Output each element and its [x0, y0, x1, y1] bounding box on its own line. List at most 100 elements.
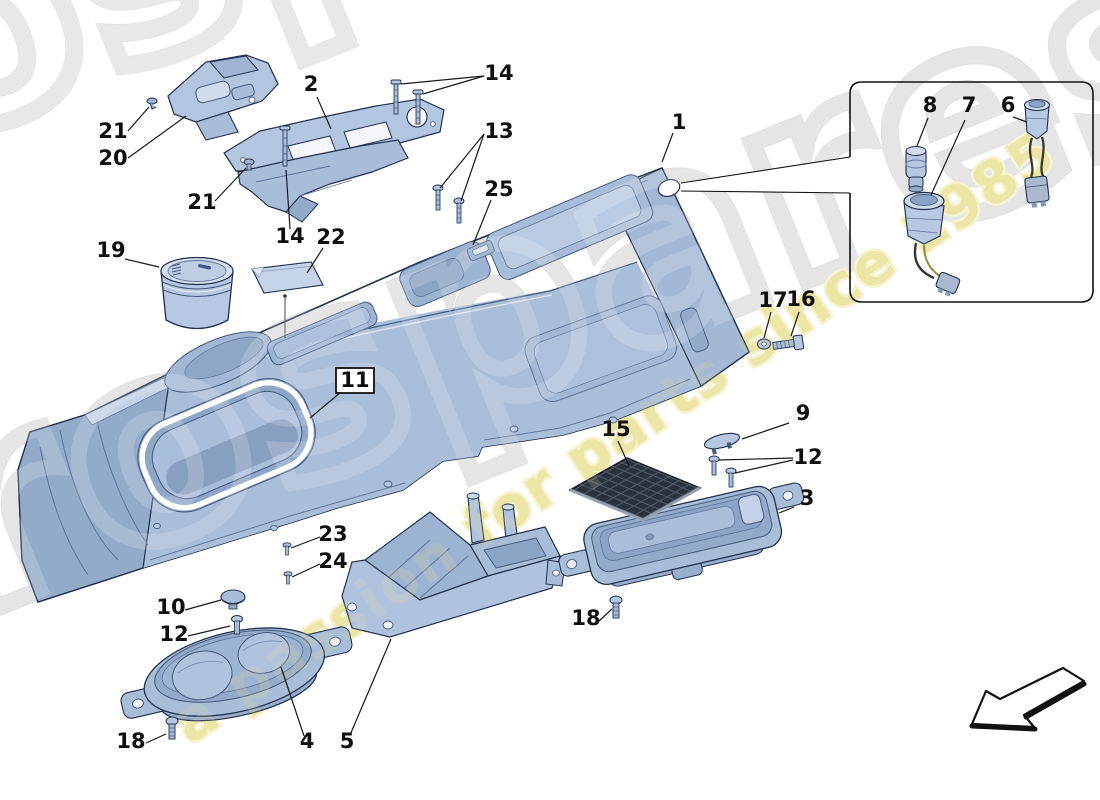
callout-label[interactable]: 6 — [1001, 93, 1016, 117]
callout-23[interactable]: 23 — [290, 522, 348, 549]
callout-label[interactable]: 21 — [98, 119, 127, 143]
callout-label[interactable]: 3 — [800, 486, 815, 510]
callout-24[interactable]: 24 — [291, 549, 348, 578]
callout-18-left[interactable]: 18 — [116, 729, 167, 753]
side-pocket-opening — [137, 377, 316, 513]
part-console-substructure[interactable] — [17, 166, 751, 603]
callout-21-top[interactable]: 21 — [98, 106, 150, 143]
lid-vent-lines — [171, 263, 182, 276]
callout-label[interactable]: 5 — [340, 729, 355, 753]
callout-22[interactable]: 22 — [306, 225, 346, 274]
callout-label[interactable]: 20 — [98, 146, 127, 170]
callout-label[interactable]: 1 — [672, 110, 687, 134]
part-rubber-mat[interactable] — [251, 261, 324, 338]
part-switch-bracket[interactable] — [167, 54, 279, 141]
part-lower-bracket[interactable] — [237, 139, 409, 223]
screw-12-right-a[interactable] — [708, 455, 720, 476]
callouts: 1 2 14 13 25 21 20 21 — [96, 61, 1028, 753]
screw-14-a[interactable] — [390, 79, 402, 115]
callout-label[interactable]: 8 — [923, 93, 938, 117]
callout-label[interactable]: 16 — [786, 287, 815, 311]
callout-17[interactable]: 17 — [758, 288, 788, 339]
callout-label[interactable]: 15 — [601, 417, 630, 441]
callout-label[interactable]: 18 — [116, 729, 145, 753]
part-ashtray-cup[interactable] — [160, 256, 234, 330]
lower-bracket-body — [237, 139, 409, 213]
detail-view-funnel — [680, 156, 851, 194]
callout-13[interactable]: 13 — [439, 119, 514, 202]
callout-label[interactable]: 17 — [758, 288, 787, 312]
callout-label[interactable]: 25 — [484, 177, 513, 201]
callout-label[interactable]: 23 — [318, 522, 347, 546]
callout-2[interactable]: 2 — [304, 72, 332, 130]
part-socket-harness-6[interactable] — [1023, 98, 1051, 209]
callout-7[interactable]: 7 — [930, 93, 977, 196]
callout-4[interactable]: 4 — [280, 666, 315, 753]
callout-5[interactable]: 5 — [340, 638, 392, 753]
callout-14-mid[interactable]: 14 — [275, 169, 305, 248]
screw-18-left[interactable] — [165, 716, 179, 740]
screw-12-right-b[interactable] — [725, 467, 737, 488]
callout-18-right[interactable]: 18 — [571, 606, 613, 630]
cap-10[interactable] — [220, 589, 246, 610]
callout-label[interactable]: 13 — [484, 119, 513, 143]
part-support-bracket[interactable] — [341, 492, 566, 638]
part-lighter-socket-7[interactable] — [903, 191, 961, 298]
mat-corner — [251, 266, 265, 278]
callout-10[interactable]: 10 — [156, 595, 222, 619]
callout-label[interactable]: 2 — [304, 72, 319, 96]
screw-bosses — [153, 416, 618, 532]
callout-11-boxed[interactable]: 11 — [309, 367, 375, 419]
callout-label[interactable]: 10 — [156, 595, 185, 619]
screw-14-b[interactable] — [412, 89, 424, 125]
screw-13-b[interactable] — [453, 197, 465, 224]
clip-21-a[interactable] — [146, 97, 158, 110]
callout-1[interactable]: 1 — [661, 110, 687, 163]
callout-16[interactable]: 16 — [786, 287, 816, 337]
part-carbon-mat[interactable] — [568, 450, 714, 522]
callout-label[interactable]: 22 — [316, 225, 345, 249]
part-cupholder-insert[interactable] — [111, 606, 362, 741]
callout-label[interactable]: 9 — [796, 401, 811, 425]
screw-18-right[interactable] — [609, 595, 623, 619]
callout-6[interactable]: 6 — [1001, 93, 1028, 123]
callout-25[interactable]: 25 — [472, 177, 514, 246]
callout-label[interactable]: 24 — [318, 549, 347, 573]
washer-17[interactable] — [756, 338, 772, 350]
callout-8[interactable]: 8 — [916, 93, 938, 147]
cigarette-icon — [198, 264, 211, 270]
callout-label[interactable]: 14 — [275, 224, 304, 248]
callout-20[interactable]: 20 — [98, 115, 187, 170]
callout-label[interactable]: 19 — [96, 238, 125, 262]
callout-3[interactable]: 3 — [778, 486, 815, 514]
callout-9[interactable]: 9 — [741, 401, 811, 440]
bolt-16[interactable] — [772, 334, 805, 353]
tray-hole — [645, 533, 654, 541]
carbon-texture — [571, 458, 700, 520]
callout-21-mid[interactable]: 21 — [187, 167, 247, 214]
callout-label[interactable]: 12 — [159, 622, 188, 646]
callout-19[interactable]: 19 — [96, 238, 160, 268]
callout-label[interactable]: 14 — [484, 61, 513, 85]
callout-15[interactable]: 15 — [601, 417, 631, 467]
callout-12-left[interactable]: 12 — [159, 622, 231, 646]
callout-label[interactable]: 7 — [962, 93, 977, 117]
callout-label[interactable]: 12 — [793, 445, 822, 469]
callout-label[interactable]: 18 — [571, 606, 600, 630]
callout-label[interactable]: 11 — [340, 368, 369, 392]
screw-14-c[interactable] — [279, 125, 291, 167]
screw-23[interactable] — [282, 542, 292, 556]
callout-14-top[interactable]: 14 — [400, 61, 514, 95]
screw-12-left[interactable] — [231, 615, 243, 635]
screw-24[interactable] — [283, 571, 293, 585]
part-socket-retainer-8[interactable] — [905, 146, 927, 193]
mat-body — [251, 261, 324, 294]
part-cap-9[interactable] — [703, 430, 742, 456]
callout-label[interactable]: 21 — [187, 190, 216, 214]
callout-label[interactable]: 4 — [300, 729, 315, 753]
clip-21-b[interactable] — [243, 158, 255, 171]
part-storage-tray[interactable] — [552, 477, 815, 605]
callout-12-right[interactable]: 12 — [718, 445, 823, 474]
switch-slot — [466, 239, 495, 262]
